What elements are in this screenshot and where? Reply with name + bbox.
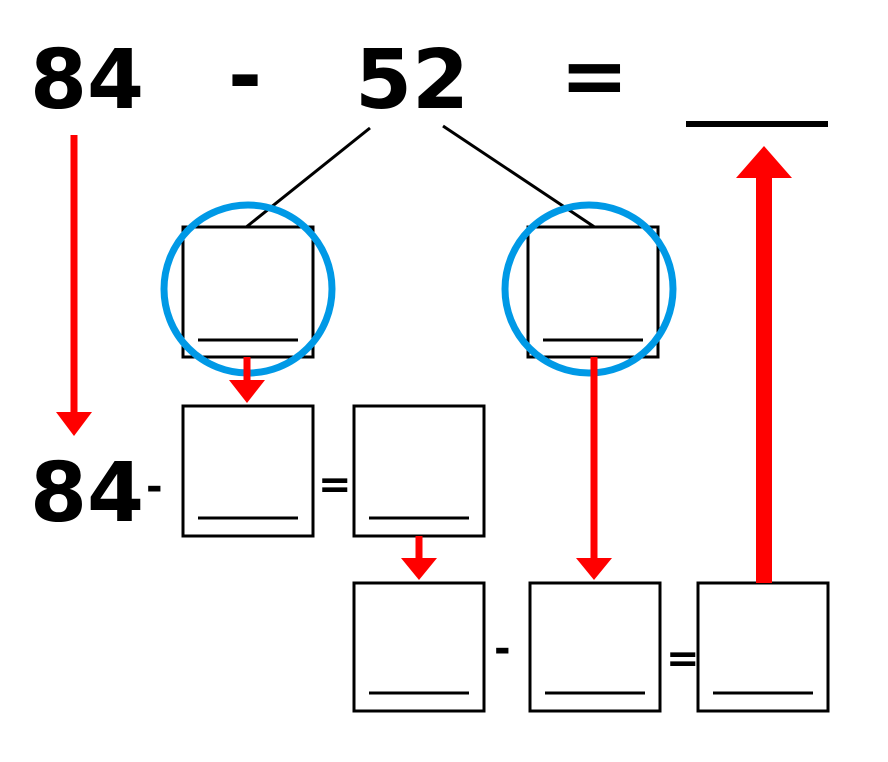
step1-equals-sign: = [318,462,352,508]
equation-equals-sign: = [560,29,629,124]
arrow-answer-up-head [736,146,792,178]
step2-subtrahend-box[interactable] [528,581,662,713]
highlight-circle-ones [501,201,677,377]
step1-subtrahend-box[interactable] [181,404,315,538]
step1-minuend: 84 [30,446,144,541]
split-line-right [442,124,597,230]
equation-minus-sign: - [228,29,262,124]
step2-minuend-box[interactable] [352,581,486,713]
arrow-ones-down-head [576,558,612,580]
equation-subtrahend: 52 [355,33,469,128]
split-box-ones[interactable] [526,225,660,359]
equation-minuend: 84 [30,33,144,128]
step1-result-box[interactable] [352,404,486,538]
step2-result-box[interactable] [696,581,830,713]
split-box-tens[interactable] [181,225,315,359]
step2-equals-sign: = [666,636,700,682]
step2-minus-sign: - [494,626,511,672]
split-line-left [244,126,371,230]
arrow-minuend-down-head [56,412,92,436]
arrow-result-down-head [401,558,437,580]
arrow-tens-down-head [229,380,265,403]
step1-minus-sign: - [146,464,163,510]
